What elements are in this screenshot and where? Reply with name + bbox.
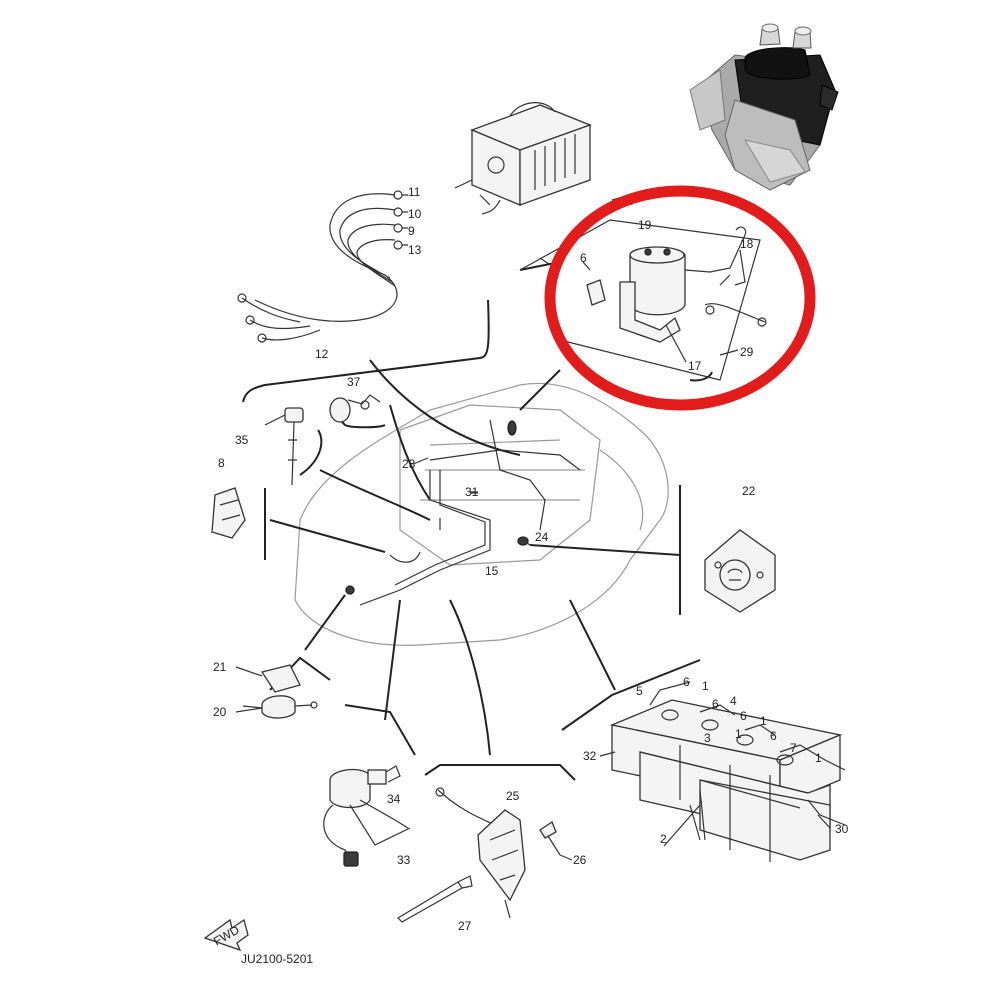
callout-6e: 6	[580, 251, 587, 265]
callout-18: 18	[740, 237, 754, 251]
part-8	[211, 487, 246, 539]
callout-35: 35	[235, 433, 249, 447]
callout-30: 30	[835, 822, 849, 836]
callout-6b: 6	[712, 697, 719, 711]
callout-24: 24	[535, 530, 549, 544]
callout-23: 23	[402, 457, 416, 471]
callout-37: 37	[347, 375, 361, 389]
battery-charger	[454, 102, 592, 215]
callout-1b: 1	[760, 714, 767, 728]
callout-1a: 1	[702, 679, 709, 693]
part-27	[397, 875, 473, 923]
callout-10: 10	[408, 207, 422, 221]
callout-33: 33	[397, 853, 411, 867]
callout-leaders	[235, 324, 831, 861]
diagram-code: JU2100-5201	[241, 952, 313, 966]
central-loom	[345, 419, 581, 606]
callout-8: 8	[218, 456, 225, 470]
part-20-21	[242, 664, 318, 719]
solenoid-photo	[689, 23, 839, 191]
callout-15: 15	[485, 564, 499, 578]
callout-31: 31	[465, 485, 479, 499]
callout-26: 26	[573, 853, 587, 867]
callout-34: 34	[387, 792, 401, 806]
callout-12: 12	[315, 347, 329, 361]
callout-27: 27	[458, 919, 472, 933]
callout-9: 9	[408, 224, 415, 238]
part-22	[704, 529, 776, 613]
callout-3: 3	[704, 731, 711, 745]
cart-body-outline	[294, 382, 669, 646]
wire-harness	[237, 190, 408, 343]
callout-25: 25	[506, 789, 520, 803]
callout-1d: 1	[815, 751, 822, 765]
callout-7: 7	[790, 741, 797, 755]
group-brackets	[242, 261, 713, 781]
battery-bank	[609, 681, 846, 862]
callout-13: 13	[408, 243, 422, 257]
leader-lines	[269, 359, 681, 756]
callout-6c: 6	[740, 709, 747, 723]
callout-labels: 11 10 9 13 12 19 18 6 17 29 37 35 23 8 3…	[213, 185, 849, 966]
part-35	[264, 407, 304, 486]
callout-6a: 6	[683, 675, 690, 689]
callout-4: 4	[730, 694, 737, 708]
callout-20: 20	[213, 705, 227, 719]
callout-21: 21	[213, 660, 227, 674]
callout-22: 22	[742, 484, 756, 498]
part-33-34	[323, 765, 411, 867]
callout-5: 5	[636, 684, 643, 698]
callout-6d: 6	[770, 729, 777, 743]
callout-1c: 1	[735, 727, 742, 741]
fwd-arrow: FWD	[203, 918, 249, 952]
callout-11: 11	[408, 185, 421, 199]
callout-2: 2	[660, 832, 667, 846]
callout-29: 29	[740, 345, 754, 359]
part-37	[329, 394, 381, 423]
callout-32: 32	[583, 749, 597, 763]
highlight-circle	[544, 185, 816, 411]
part-25-26	[435, 787, 561, 919]
callout-19: 19	[638, 218, 652, 232]
callout-17: 17	[688, 359, 702, 373]
